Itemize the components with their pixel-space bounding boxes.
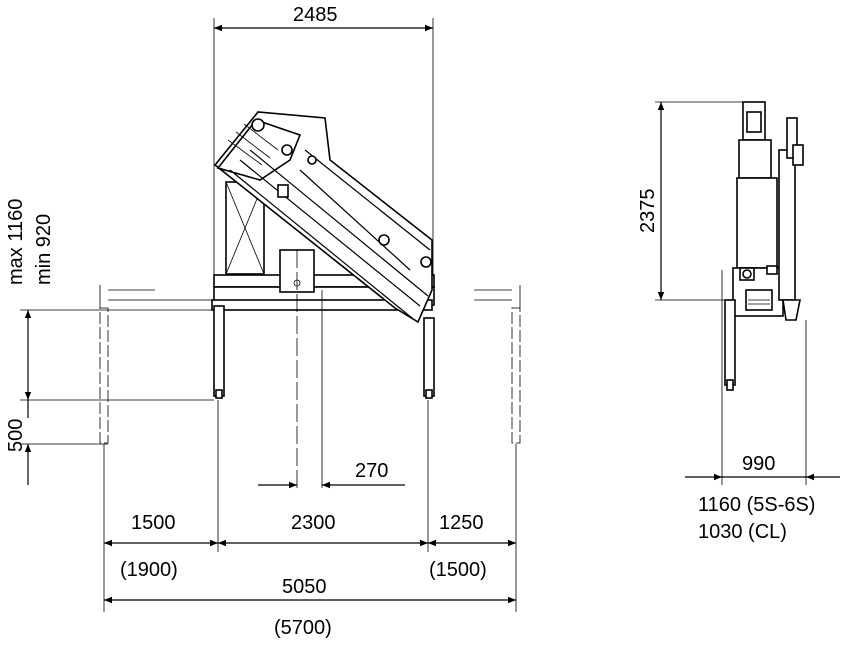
label-right-outrigger: 1250: [439, 512, 484, 534]
label-left-outrigger: 1500: [131, 512, 176, 534]
label-variant-1: 1160 (5S-6S): [698, 494, 815, 516]
label-total-span: 5050: [282, 576, 327, 598]
label-left-outrigger-alt: (1900): [120, 559, 178, 581]
label-height-max: max 1160: [5, 199, 27, 285]
crane-boom: [213, 111, 433, 324]
label-side-depth: 990: [742, 453, 775, 475]
label-offset: 270: [355, 460, 388, 482]
side-view: 2375 990: [637, 101, 840, 543]
crane-side-body: [721, 101, 804, 391]
label-total-span-alt: (5700): [274, 617, 332, 639]
label-variant-2: 1030 (CL): [698, 521, 787, 543]
label-side-height: 2375: [637, 189, 659, 234]
label-stroke: 500: [5, 419, 27, 452]
front-view: max 1160 min 920 500 270 1500 2300 1250 …: [5, 4, 521, 639]
label-overall-width: 2485: [293, 4, 338, 26]
stabilizer-legs: [99, 285, 521, 444]
label-right-outrigger-alt: (1500): [429, 559, 487, 581]
label-base-width: 2300: [291, 512, 336, 534]
label-height-min: min 920: [33, 214, 55, 285]
